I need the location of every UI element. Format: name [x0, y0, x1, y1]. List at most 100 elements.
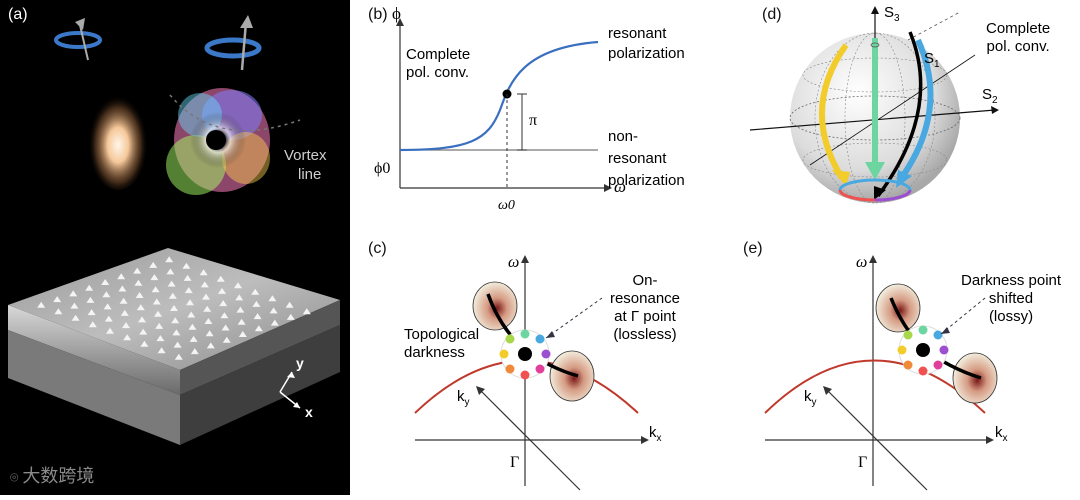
hole	[166, 268, 175, 275]
axis-x-label: x	[305, 404, 313, 420]
panel-a: (a) Vortex line y x ⌾大数跨境	[0, 0, 350, 495]
topo-line1: Topological	[404, 326, 480, 343]
hole	[183, 274, 192, 281]
yellow-arrow	[818, 43, 849, 180]
gaussian-beam	[88, 90, 148, 190]
hole	[133, 267, 142, 274]
hole	[216, 275, 225, 282]
watermark-logo-icon: ⌾	[10, 469, 19, 485]
hole	[154, 310, 162, 317]
beam-spot-upper	[472, 281, 518, 331]
omega0-label: ω0	[498, 198, 515, 213]
rotation-arrow-right-icon	[204, 15, 262, 71]
vortex-line-label: Vortex line	[284, 146, 327, 184]
complete-line1: Complete	[406, 46, 471, 63]
on-resonance-label: On-resonance at Γ point (lossless)	[600, 272, 690, 344]
pi-label: π	[529, 112, 538, 129]
ky-label-c: ky	[457, 388, 470, 408]
hole	[88, 321, 97, 328]
hole-array	[37, 256, 311, 360]
hole	[165, 256, 174, 263]
metasurface-slab	[8, 248, 340, 445]
hole	[53, 296, 62, 303]
hole	[156, 335, 165, 342]
hole	[152, 298, 161, 305]
beam-spot-lower-e	[952, 352, 998, 404]
hole	[138, 316, 146, 323]
hole	[171, 317, 180, 324]
hole	[220, 312, 229, 319]
hole	[170, 305, 178, 311]
hole	[135, 292, 144, 298]
ky-label-e: ky	[804, 388, 817, 408]
hole	[188, 323, 197, 330]
hole	[103, 303, 112, 310]
polarization-ring	[499, 329, 551, 380]
xy-axes-icon	[279, 371, 301, 409]
hole	[269, 307, 278, 314]
onres-line2: at Γ point	[614, 308, 676, 325]
hole	[285, 301, 294, 308]
complete-d-line1: Complete	[986, 20, 1051, 37]
hole	[149, 261, 158, 268]
topological-darkness-label: Topological darkness	[404, 326, 479, 362]
hole	[136, 304, 145, 311]
hole	[252, 300, 261, 307]
on-resonance-pointer	[545, 297, 603, 339]
hole	[101, 279, 110, 285]
hole	[184, 287, 193, 294]
hole	[190, 348, 199, 355]
hole	[221, 324, 230, 331]
watermark-text: 大数跨境	[22, 466, 95, 486]
hole	[202, 293, 210, 300]
hole	[87, 309, 96, 316]
dark-line3: (lossy)	[988, 308, 1034, 325]
hole	[119, 297, 128, 304]
axis-y-label: y	[296, 355, 304, 371]
panel-d: (d) S3 S2 S1 Complete pol. conv.	[749, 0, 1080, 225]
equator-color-ring	[838, 178, 912, 202]
hole	[117, 273, 126, 280]
non-resonant-label: non-resonant polarization	[608, 126, 685, 192]
s3-label: S3	[884, 4, 900, 24]
hole	[187, 311, 196, 318]
hole	[54, 308, 63, 315]
hole	[189, 335, 198, 342]
hole	[167, 280, 176, 287]
s1-axis	[809, 54, 976, 166]
omega-label-e: ω	[856, 254, 868, 271]
hole	[104, 315, 113, 322]
complete-d-line2: pol. conv.	[986, 38, 1050, 55]
hole	[123, 334, 132, 341]
hole	[157, 347, 166, 354]
onres-line3: (lossless)	[613, 326, 677, 343]
hole	[151, 286, 160, 293]
resonant-label: resonant polarization	[608, 24, 685, 64]
hole	[218, 287, 226, 294]
polarization-ring-e	[897, 325, 949, 376]
hole	[37, 301, 46, 308]
poincare-sphere	[749, 6, 999, 204]
dark-line1: Darkness point	[961, 272, 1062, 289]
omega-axis-label: ω	[614, 177, 627, 196]
hole	[219, 300, 228, 307]
gamma-label-c: Γ	[510, 454, 520, 471]
kx-label-e: kx	[995, 424, 1008, 444]
hole	[182, 262, 191, 269]
phi0-label: ϕ0	[374, 160, 391, 177]
hole	[173, 341, 182, 348]
complete-pointer	[907, 11, 961, 41]
hole	[237, 318, 246, 325]
band-curve-e	[764, 359, 986, 414]
beam-spot-upper-e	[875, 283, 921, 333]
kx-label-c: kx	[649, 424, 662, 444]
vortex-beam	[166, 88, 270, 195]
hole	[85, 284, 94, 291]
hole	[200, 281, 209, 288]
panel-b-letter: (b)	[368, 6, 388, 23]
ky-axis-e	[826, 389, 928, 491]
vortex-label-line2: line	[298, 166, 322, 183]
rotation-arrow-left-icon	[54, 18, 102, 61]
vortex-label-line1: Vortex	[284, 147, 327, 164]
metasurface-illustration	[8, 15, 340, 445]
